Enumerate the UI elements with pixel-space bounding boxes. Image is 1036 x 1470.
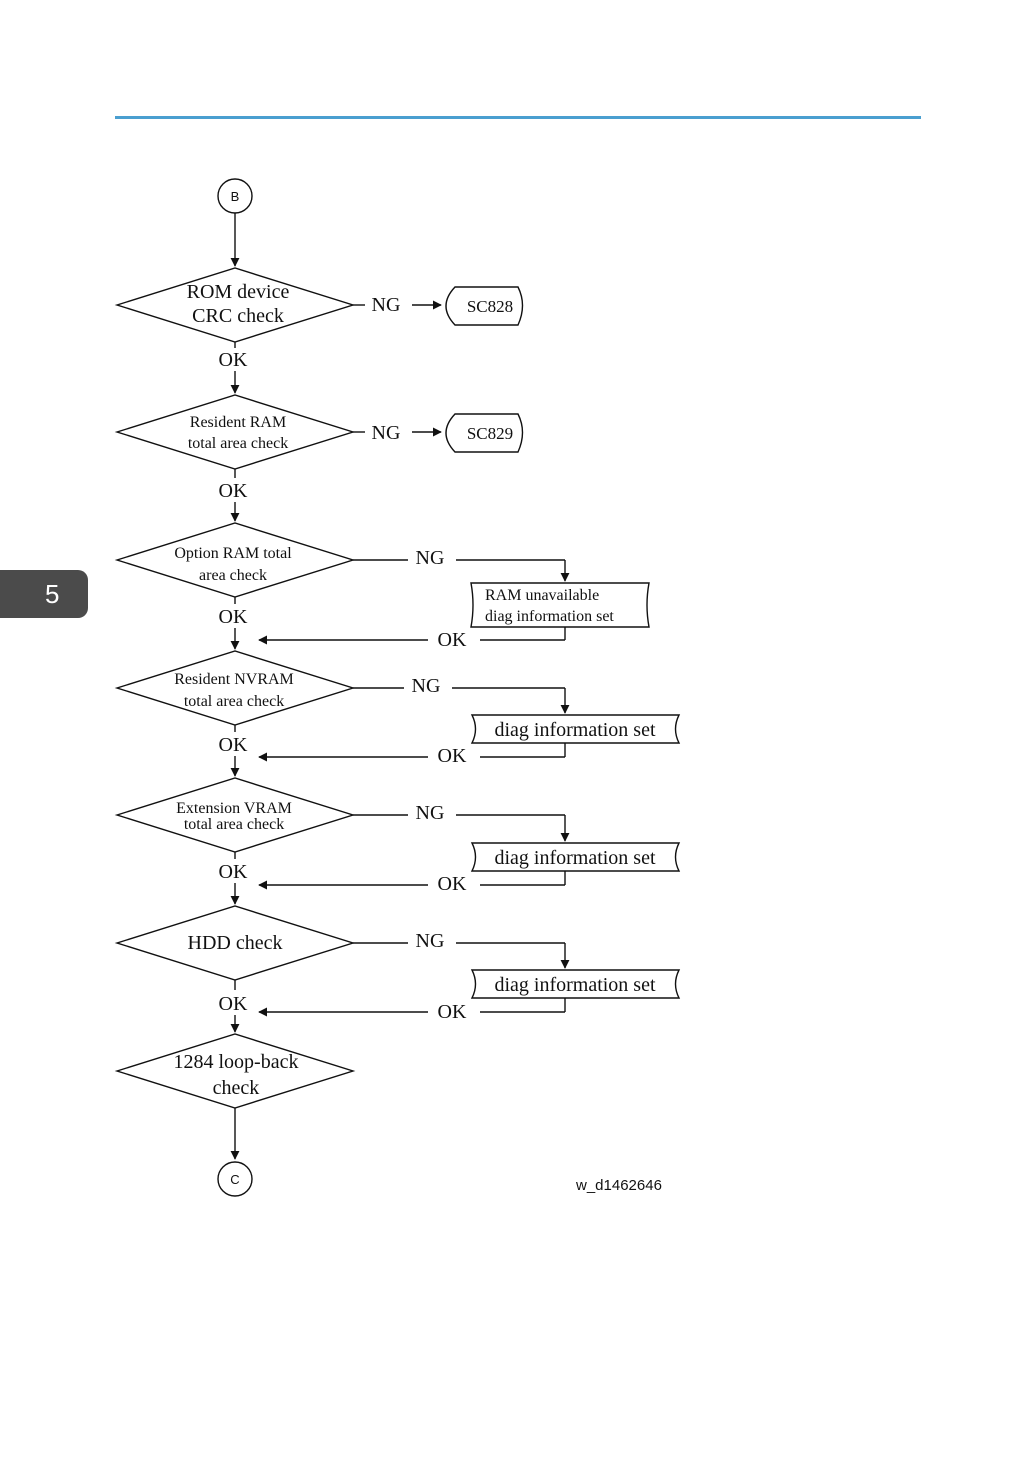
- decision-resident-nvram-check: [114, 650, 356, 726]
- ng-label: NG: [416, 930, 445, 952]
- process-label: diag information set: [494, 847, 656, 869]
- process-diag-information-set: [470, 842, 681, 872]
- ng-label: NG: [372, 294, 401, 316]
- decision-label: total area check: [188, 435, 288, 452]
- terminal-sc828: [445, 286, 524, 326]
- decision-label: 1284 loop-back: [174, 1051, 299, 1073]
- ok-label: OK: [219, 861, 248, 883]
- ok-label: OK: [219, 606, 248, 628]
- decision-label: total area check: [184, 816, 284, 833]
- process-label: RAM unavailable: [485, 587, 599, 604]
- decision-label: check: [213, 1077, 260, 1099]
- ng-label: NG: [412, 675, 441, 697]
- ok-label: OK: [438, 873, 467, 895]
- figure-id: w_d1462646: [575, 1177, 662, 1194]
- connector-end-label: C: [230, 1172, 239, 1187]
- decision-label: total area check: [184, 693, 284, 710]
- connector-start-label: B: [231, 189, 240, 204]
- ng-label: NG: [372, 422, 401, 444]
- terminal-label: SC828: [467, 297, 513, 316]
- decision-label: Resident RAM: [190, 414, 286, 431]
- decision-label: CRC check: [192, 305, 284, 327]
- ok-label: OK: [438, 629, 467, 651]
- process-diag-information-set: [470, 714, 681, 744]
- process-label: diag information set: [485, 608, 614, 625]
- decision-label: Option RAM total: [174, 545, 292, 562]
- terminal-label: SC829: [467, 424, 513, 443]
- ok-label: OK: [438, 745, 467, 767]
- terminal-sc829: [445, 413, 524, 453]
- process-ram-unavailable-diag-set: [470, 582, 650, 628]
- decision-label: HDD check: [188, 932, 283, 954]
- process-diag-information-set: [470, 969, 681, 999]
- ok-label: OK: [219, 480, 248, 502]
- ok-label: OK: [219, 349, 248, 371]
- process-label: diag information set: [494, 719, 656, 741]
- ng-label: NG: [416, 547, 445, 569]
- connector-end: [217, 1161, 253, 1197]
- decision-label: Resident NVRAM: [174, 671, 294, 688]
- header-rule: [115, 116, 921, 119]
- ok-label: OK: [219, 734, 248, 756]
- decision-1284-loopback-check: [114, 1033, 356, 1109]
- decision-label: Extension VRAM: [176, 800, 292, 817]
- decision-resident-ram-check: [114, 394, 356, 470]
- decision-label: ROM device: [187, 281, 290, 303]
- ng-label: NG: [416, 802, 445, 824]
- decision-label: area check: [199, 567, 267, 584]
- chapter-tab[interactable]: 5: [0, 570, 88, 618]
- ok-label: OK: [219, 993, 248, 1015]
- ok-label: OK: [438, 1001, 467, 1023]
- process-label: diag information set: [494, 974, 656, 996]
